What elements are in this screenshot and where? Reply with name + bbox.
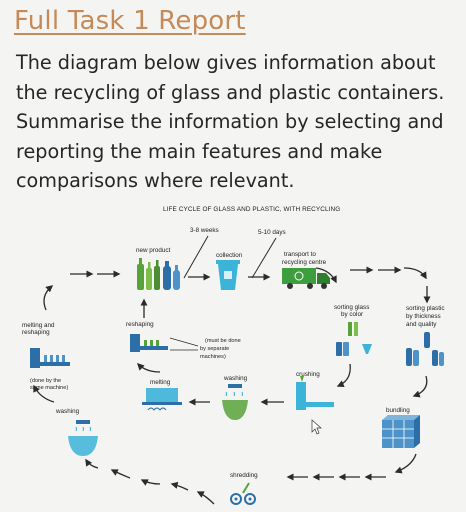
duration-first: 3-8 weeks	[190, 227, 219, 234]
task-prompt: The diagram below gives information abou…	[16, 51, 445, 192]
recycling-bin-icon	[216, 260, 240, 290]
label-melting: melting	[150, 379, 171, 386]
conveyor-icon	[30, 348, 70, 368]
bundle-icon	[382, 415, 420, 448]
note-same-machine: (done by the	[30, 378, 61, 384]
duration-divider	[183, 235, 209, 279]
label-bundling: bundling	[386, 407, 410, 414]
label-washing-left: washing	[55, 408, 80, 415]
label-reshaping: reshaping	[126, 321, 154, 328]
label-sorting-plastic: and quality	[406, 321, 437, 328]
label-melting-reshaping: reshaping	[22, 329, 50, 336]
flow-arrow	[110, 469, 131, 479]
label-sorting-plastic: by thickness	[406, 313, 441, 320]
label-shredding: shredding	[230, 472, 258, 479]
flow-arrow	[412, 375, 428, 398]
label-washing: washing	[223, 375, 248, 382]
diagram-heading: LIFE CYCLE OF GLASS AND PLASTIC, WITH RE…	[163, 206, 340, 213]
washing-bowl-icon	[222, 384, 248, 420]
note-separate-machines: machines)	[200, 354, 226, 360]
note-separate-machines: (must be done	[205, 338, 241, 344]
label-crushing: crushing	[296, 371, 320, 378]
duration-second: 5-10 days	[258, 229, 286, 236]
label-transport: recycling centre	[282, 259, 327, 266]
slide-title: Full Task 1 Report	[14, 6, 246, 36]
flow-arrow	[394, 453, 417, 474]
note-leader	[169, 337, 199, 347]
duration-divider	[251, 237, 277, 279]
recycling-diagram: LIFE CYCLE OF GLASS AND PLASTIC, WITH RE…	[22, 206, 445, 505]
note-separate-machines: by separate	[200, 346, 229, 352]
flow-arrow	[33, 384, 55, 403]
flow-arrow	[43, 285, 54, 311]
flow-arrow	[403, 267, 427, 280]
label-melting-reshaping: melting and	[22, 322, 55, 329]
conveyor-icon	[130, 334, 168, 352]
note-same-machine: same machine)	[30, 385, 68, 391]
melting-tray-icon	[142, 388, 182, 411]
label-sorting-plastic: sorting plastic	[406, 305, 445, 312]
flow-arrow	[85, 458, 99, 469]
flow-arrow	[170, 481, 189, 491]
flow-arrow	[336, 363, 351, 388]
flow-arrow	[136, 362, 161, 373]
label-sorting-glass: sorting glass	[334, 304, 369, 311]
bottles-icon	[137, 258, 180, 290]
label-new-product: new product	[136, 247, 171, 254]
flow-arrow	[196, 491, 215, 505]
plastic-sorted-icon	[406, 332, 444, 366]
cursor-icon	[311, 419, 322, 435]
crusher-icon	[296, 376, 334, 410]
label-sorting-glass: by color	[341, 311, 363, 318]
flow-arrow	[315, 267, 337, 284]
truck-icon	[282, 268, 330, 289]
label-collection: collection	[216, 252, 243, 259]
label-transport: transport to	[284, 251, 316, 258]
glass-sorted-icon	[336, 322, 372, 356]
shredder-icon	[230, 482, 256, 505]
washing-bowl-icon	[68, 420, 98, 456]
flow-arrow	[140, 479, 161, 486]
